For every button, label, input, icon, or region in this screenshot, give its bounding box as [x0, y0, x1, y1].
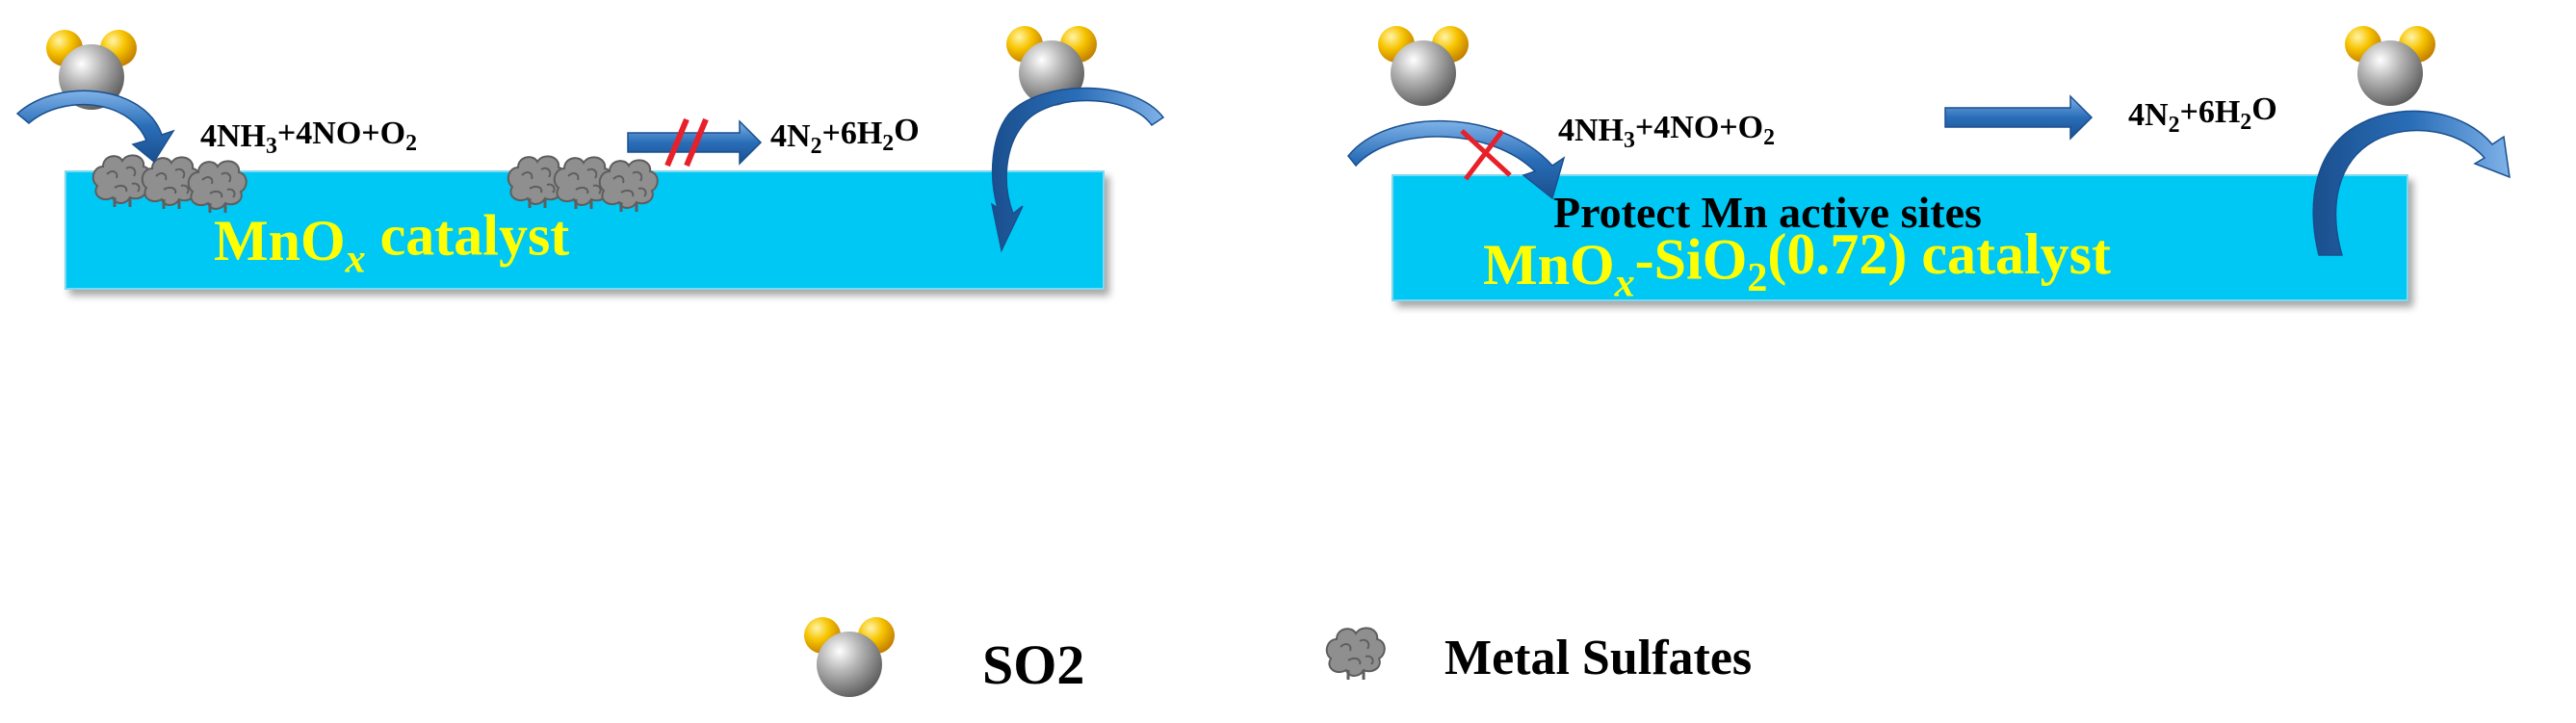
subscript: 2: [811, 134, 822, 159]
legend-item-so2: SO2: [804, 617, 1084, 697]
adsorption-arrow: [15, 90, 175, 164]
legend-so2-label: SO2: [982, 633, 1084, 696]
legend: SO2 Metal Sulfates: [804, 617, 1752, 697]
legend-metal-sulfates-label: Metal Sulfates: [1444, 631, 1752, 685]
formula-text: MnO: [214, 209, 346, 272]
formula-text: 4NH: [200, 118, 266, 154]
subscript: 2: [882, 131, 894, 156]
desorption-arrow: [2312, 110, 2511, 256]
subscript: 2: [2169, 113, 2180, 138]
formula-text: (0.72) catalyst: [1767, 222, 2111, 286]
subscript: 3: [1624, 128, 1635, 153]
reaction-reactants: 4NH3+4NO+O2: [200, 116, 417, 159]
reaction-products: 4N2+6H2O: [2128, 91, 2277, 138]
formula-text: 4NH: [1558, 113, 1624, 148]
mnox-catalyst-label: MnOx catalyst: [214, 204, 569, 282]
formula-text: +6H: [821, 116, 882, 151]
formula-text: MnO: [1483, 233, 1615, 297]
right-panel: Protect Mn active sites MnOx-SiO2(0.72) …: [1347, 26, 2511, 306]
formula-text: O: [894, 113, 919, 148]
subscript: 2: [1763, 125, 1775, 150]
formula-text: 4N: [2128, 97, 2169, 133]
reaction-reactants: 4NH3+4NO+O2: [1558, 110, 1775, 153]
legend-item-metal-sulfates: Metal Sulfates: [1325, 626, 1752, 685]
subscript: x: [1614, 262, 1635, 306]
so2-molecule-icon: [2345, 26, 2435, 106]
reaction-arrow: [1944, 94, 2094, 141]
adsorption-arrow: [990, 87, 1165, 253]
blocked-adsorption-mark: [1460, 129, 1512, 181]
left-panel: MnOx catalyst 4NH3+4NO+O2 4N2+6H2O: [15, 26, 1165, 290]
blocked-reaction-mark: [664, 117, 709, 168]
so2-molecule-icon: [804, 617, 895, 697]
formula-text: O: [2251, 91, 2277, 127]
metal-sulfate-icon: [1325, 626, 1387, 682]
subscript: 2: [1747, 256, 1767, 300]
subscript: 2: [405, 131, 417, 156]
formula-text: +4NO+O: [277, 116, 405, 151]
formula-text: +6H: [2179, 94, 2240, 130]
subscript: 3: [266, 134, 277, 159]
so2-molecule-icon: [1378, 26, 1469, 106]
mnox-sio2-catalyst-label: MnOx-SiO2(0.72) catalyst: [1483, 222, 2111, 305]
reaction-products: 4N2+6H2O: [770, 113, 920, 159]
protect-sites-label: Protect Mn active sites: [1553, 188, 1982, 237]
formula-text: catalyst: [366, 204, 570, 268]
formula-text: +4NO+O: [1635, 110, 1763, 145]
formula-text: 4N: [770, 118, 811, 154]
adsorption-arrow: [1347, 119, 1566, 200]
mnox-sio2-catalyst-block: [1392, 174, 2408, 301]
subscript: 2: [2240, 110, 2251, 135]
formula-text: -SiO: [1635, 228, 1748, 292]
subscript: x: [345, 238, 366, 282]
